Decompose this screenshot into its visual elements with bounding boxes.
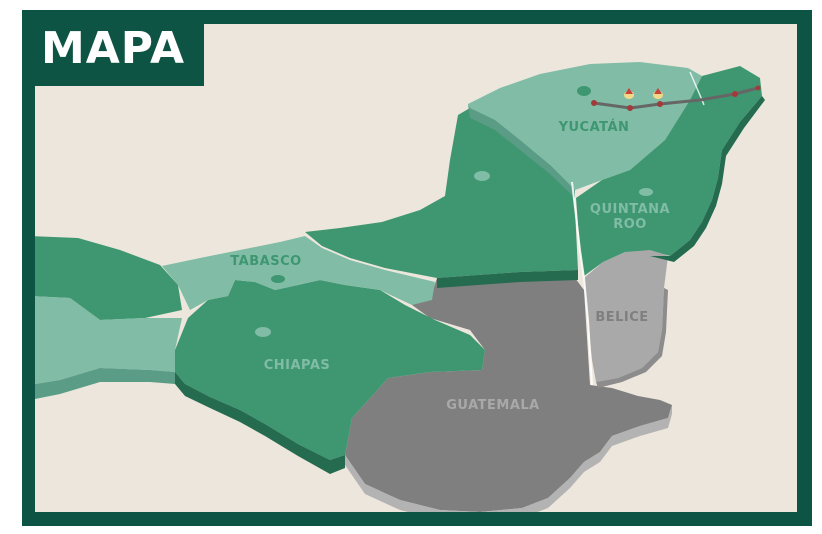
city-dot	[255, 327, 271, 337]
pin-icon	[624, 88, 634, 99]
page-title: MAPA	[40, 22, 186, 74]
region-yucatan[interactable]	[468, 62, 702, 198]
city-dot	[474, 171, 490, 181]
label-tabasco: TABASCO	[230, 254, 301, 269]
route-line	[591, 85, 761, 111]
label-guatemala: GUATEMALA	[446, 398, 539, 413]
label-yucatan: YUCATÁN	[558, 119, 630, 135]
city-dot	[271, 275, 285, 283]
region-campeche	[305, 108, 578, 288]
title-banner: MAPA	[22, 10, 204, 86]
label-belice: BELICE	[595, 310, 648, 325]
label-quintana-roo-2: ROO	[613, 217, 647, 232]
region-belice[interactable]	[584, 248, 668, 388]
label-quintana-roo-1: QUINTANA	[590, 202, 670, 217]
region-chiapas[interactable]	[175, 280, 485, 474]
city-dot	[577, 86, 591, 96]
region-tabasco[interactable]	[162, 236, 435, 310]
region-quintana-roo[interactable]	[576, 66, 765, 276]
region-guatemala[interactable]	[345, 276, 672, 522]
city-dot	[639, 188, 653, 196]
pin-icon	[653, 88, 663, 99]
region-west-light	[35, 296, 182, 399]
region-west-dark	[35, 236, 182, 320]
label-chiapas: CHIAPAS	[264, 358, 331, 373]
